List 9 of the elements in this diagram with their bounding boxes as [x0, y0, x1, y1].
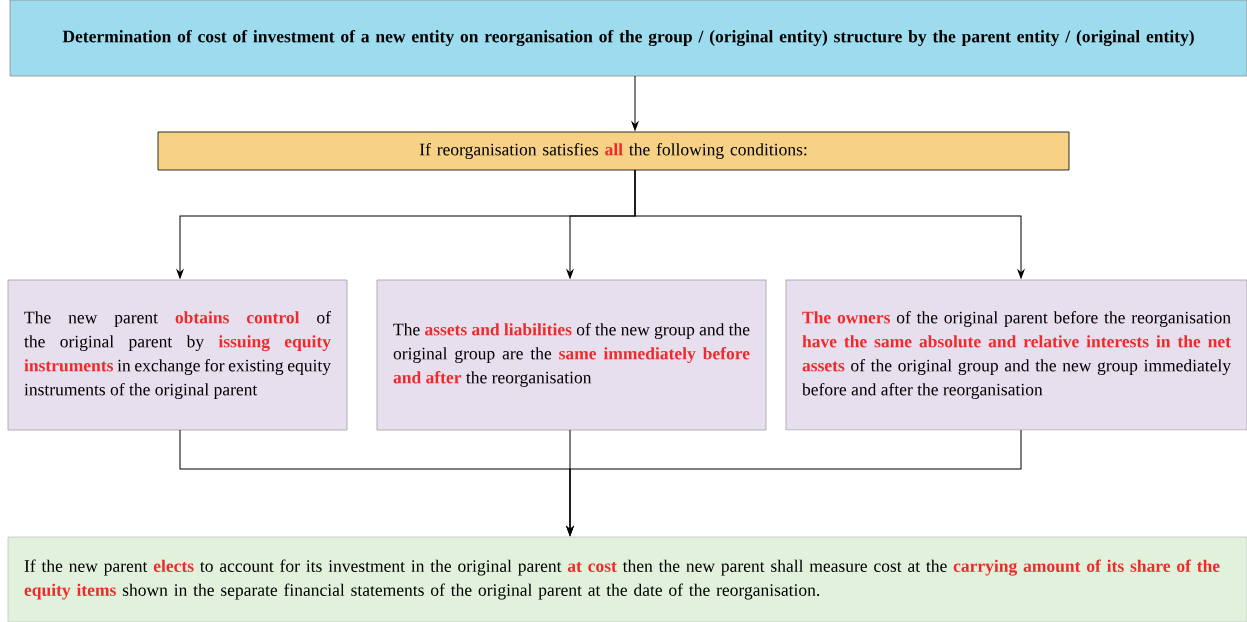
- condition-box: If reorganisation satisfies all the following conditions:: [157, 131, 1070, 171]
- arrow: [631, 75, 639, 131]
- condition-box: The assets and liabilities of the new group and the original group are the same immediately before and after the reorganisation: [376, 279, 767, 431]
- arrow: [566, 429, 1022, 536]
- condition-box: The new parent obtains control of the original parent by issuing equity instruments in exchange for existing equity instruments of the original parent: [7, 279, 348, 431]
- condition-box: The owners of the original parent before the reorganisation have the same absolute and relative interests in the net assets of the original group and the new group immediately before and after the reorganisation: [785, 279, 1247, 431]
- result-box: If the new parent elects to account for its investment in the original parent at cost then the new parent shall measure cost at the carrying amount of its share of the equity items shown in the separate financial statements of the original parent at the date of the reorganisation.: [7, 536, 1247, 622]
- title-box: Determination of cost of investment of a new entity on reorganisation of the group / (original entity) structure by the parent entity / (original entity): [9, 0, 1247, 77]
- arrow: [634, 169, 1025, 279]
